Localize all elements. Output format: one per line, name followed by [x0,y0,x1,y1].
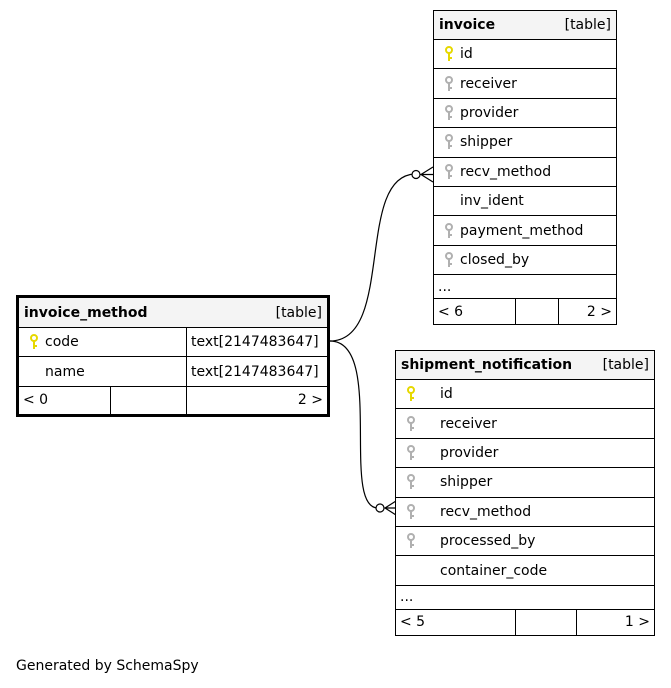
primary-key-icon [407,386,415,402]
foreign-key-icon [407,533,415,549]
column-name: shipper [460,134,513,151]
table-footer: < 5 1 > [396,609,654,635]
foreign-key-icon [407,444,415,460]
parents-count[interactable]: < 5 [396,609,516,635]
foreign-key-icon [445,75,453,91]
shipment-notification-table-header[interactable]: shipment_notification [table] [396,351,654,380]
column-row[interactable]: recv_method [434,158,616,187]
children-count[interactable]: 2 > [586,303,612,320]
more-columns[interactable]: ... [396,586,654,610]
foreign-key-icon [407,415,415,431]
column-name: recv_method [440,503,532,520]
generated-by-footer: Generated by SchemaSpy [16,658,199,674]
invoice-method-table[interactable]: invoice_method [table] code text[21474836… [16,295,330,417]
shipment-notification-table[interactable]: shipment_notification [table] id receiver… [395,350,655,636]
table-type: [table] [564,17,611,33]
shipment-recv-method-relation [329,340,379,509]
footer-middle [111,386,187,414]
foreign-key-icon [445,134,453,150]
column-row[interactable]: code text[2147483647] [19,328,327,358]
column-row[interactable]: closed_by [434,246,616,276]
table-name: invoice_method [24,304,148,321]
column-name: name [45,363,85,380]
parents-count[interactable]: < 6 [434,299,516,325]
column-name: closed_by [460,251,530,268]
column-row[interactable]: provider [396,439,654,469]
foreign-key-icon [445,163,453,179]
foreign-key-icon [445,251,453,267]
column-row[interactable]: id [434,40,616,70]
column-name: id [460,46,473,63]
column-name: shipper [440,474,493,491]
invoice-relation-many-marker [419,166,434,183]
foreign-key-icon [445,104,453,120]
column-row[interactable]: shipper [396,468,654,498]
table-name: shipment_notification [401,357,573,373]
column-name: inv_ident [460,193,524,210]
column-name: container_code [440,562,548,579]
column-row[interactable]: provider [434,99,616,129]
foreign-key-icon [445,222,453,238]
children-count[interactable]: 2 > [297,392,323,409]
table-type: [table] [275,304,322,321]
column-name: receiver [440,415,497,432]
invoice-recv-method-relation [329,173,416,342]
table-type: [table] [602,357,649,373]
column-row[interactable]: processed_by [396,527,654,557]
column-row[interactable]: receiver [396,409,654,439]
invoice-table[interactable]: invoice [table] id receiver provider shippe… [433,10,617,326]
footer-middle [516,609,577,635]
column-type: text[2147483647] [191,363,319,380]
parents-count[interactable]: < 0 [19,386,111,414]
shipment-relation-optional-marker [375,503,385,513]
column-name: id [440,386,453,403]
column-name: code [45,334,79,351]
invoice-table-header[interactable]: invoice [table] [434,11,616,40]
table-footer: < 6 2 > [434,299,616,325]
column-row[interactable]: container_code [396,556,654,586]
footer-middle [516,299,559,325]
column-name: payment_method [460,222,584,239]
primary-key-icon [30,334,38,350]
table-footer: < 0 2 > [19,386,327,414]
column-row[interactable]: inv_ident [434,187,616,217]
invoice-relation-optional-marker [411,169,421,180]
column-row[interactable]: name text[2147483647] [19,357,327,387]
column-name: receiver [460,75,517,92]
column-name: provider [460,104,519,121]
table-name: invoice [439,17,496,33]
invoice-method-table-header[interactable]: invoice_method [table] [19,298,327,328]
foreign-key-icon [407,474,415,490]
children-count[interactable]: 1 > [624,614,650,631]
shipment-relation-many-marker [383,500,397,516]
foreign-key-icon [407,503,415,519]
column-row[interactable]: receiver [434,69,616,99]
column-row[interactable]: id [396,380,654,410]
column-name: provider [440,444,499,461]
invoice-method-columns: code text[2147483647] name text[2147483647] [19,328,327,387]
column-name: recv_method [460,163,552,180]
column-row[interactable]: payment_method [434,216,616,246]
column-row[interactable]: recv_method [396,498,654,527]
invoice-columns: id receiver provider shipper recv_method inv_… [434,40,616,276]
more-columns[interactable]: ... [434,275,616,300]
primary-key-icon [445,46,453,62]
column-name: processed_by [440,533,536,550]
column-type: text[2147483647] [191,334,319,351]
column-row[interactable]: shipper [434,128,616,158]
